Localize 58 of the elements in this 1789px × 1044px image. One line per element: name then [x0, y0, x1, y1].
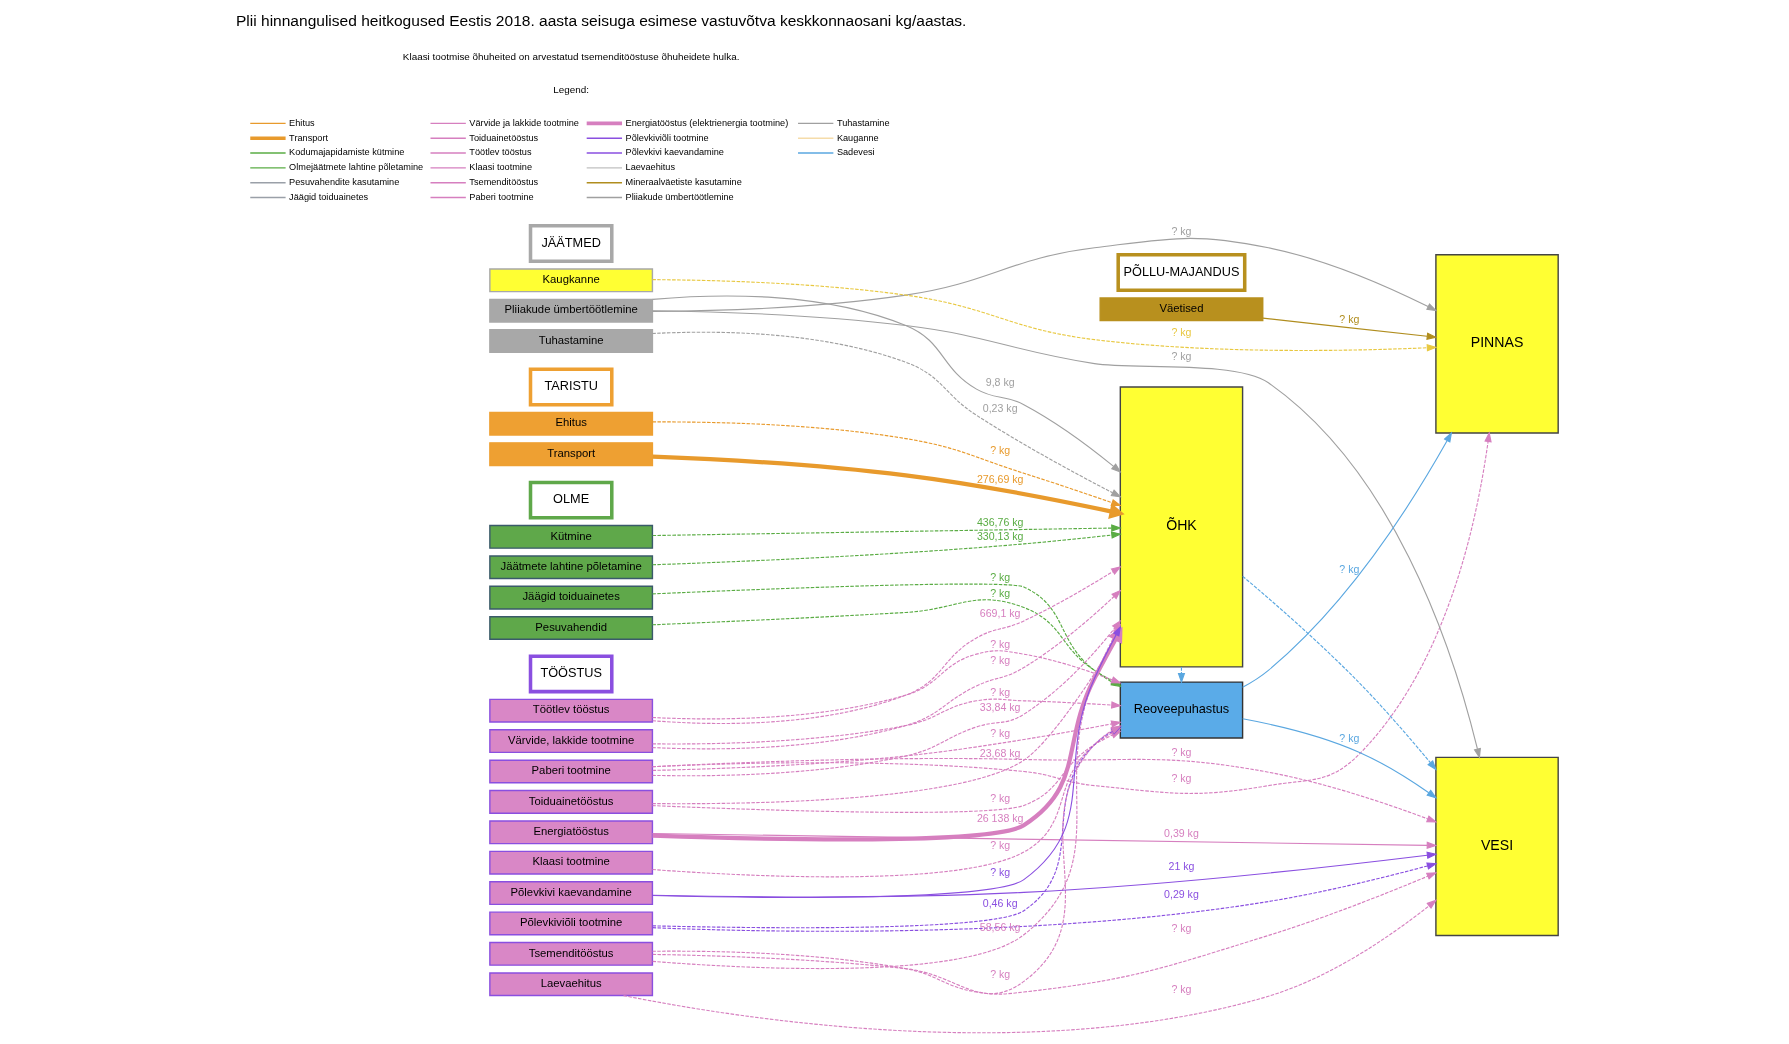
diagram-title: Plii hinnangulised heitkogused Eestis 2018. aasta seisuga esimese vastuvõtva keskkonnaosani kg/aastas. — [235, 12, 967, 30]
label: Legend: — [553, 84, 589, 96]
legend-label: Põlevkiviõli tootmine — [625, 132, 709, 143]
edge-label: ? kg — [1171, 745, 1192, 758]
legend-label: Värvide ja lakkide tootmine — [469, 117, 579, 128]
legend-label: Paberi tootmine — [469, 191, 534, 202]
legend-label: Transport — [289, 132, 329, 143]
edge-label: ? kg — [990, 726, 1011, 739]
legend-label: Energiatööstus (elektrienergia tootmine) — [625, 117, 789, 128]
legend-label: Töötlev tööstus — [469, 147, 532, 158]
edge-label: ? kg — [1171, 350, 1192, 363]
edge-label: ? kg — [990, 967, 1011, 980]
legend-label: Pliiakude ümbertöötlemine — [625, 191, 734, 202]
edge-label: ? kg — [990, 685, 1011, 698]
edge-label: ? kg — [1339, 731, 1360, 744]
legend-label: Toiduainetööstus — [469, 132, 539, 143]
edge-label: ? kg — [1171, 772, 1192, 785]
legend-label: Tuhastamine — [836, 117, 890, 128]
edge-label: 0,39 kg — [1164, 827, 1199, 840]
edge-label: 436,76 kg — [976, 516, 1024, 529]
label: Klaasi tootmise õhuheited on arvestatud tsemenditööstuse õhuheidete hulka. — [402, 51, 740, 63]
edge-label: ? kg — [990, 654, 1011, 667]
edge-label: 9,8 kg — [985, 375, 1015, 388]
edge-label: 21 kg — [1168, 859, 1195, 872]
edge-label: ? kg — [990, 570, 1011, 583]
legend-label: Põlevkivi kaevandamine — [625, 147, 724, 158]
legend-label: Ehitus — [289, 117, 315, 128]
edge-label: 669,1 kg — [979, 607, 1021, 620]
legend-label: Olmejäätmete lahtine põletamine — [289, 162, 424, 173]
legend-label: Laevaehitus — [625, 162, 676, 173]
edge-label: ? kg — [1171, 921, 1192, 934]
edge-label: ? kg — [1171, 225, 1192, 238]
edge-label: ? kg — [990, 791, 1011, 804]
edge-label: 276,69 kg — [976, 473, 1024, 486]
legend-label: Jäägid toiduainetes — [289, 191, 369, 202]
edge-label: ? kg — [1339, 313, 1360, 326]
legend-label: Kodumajapidamiste kütmine — [289, 147, 405, 158]
edge-label: ? kg — [1339, 562, 1360, 575]
legend-label: Kauganne — [836, 132, 879, 143]
edge-label: ? kg — [1171, 326, 1192, 339]
edge-label: ? kg — [990, 586, 1011, 599]
edge-label: 0,23 kg — [982, 401, 1018, 414]
edge-label: 33,84 kg — [979, 700, 1021, 713]
edge-label: 330,13 kg — [976, 530, 1024, 543]
edge-label: ? kg — [990, 866, 1011, 879]
edge-label: ? kg — [990, 444, 1011, 457]
edge-label: ? kg — [990, 637, 1011, 650]
legend-label: Tsemenditööstus — [469, 177, 539, 188]
edge-label: 23,68 kg — [979, 746, 1021, 759]
edge-label: ? kg — [1171, 982, 1192, 995]
edge-label: 0,29 kg — [1164, 888, 1199, 901]
legend-label: Mineraalväetiste kasutamine — [625, 177, 742, 188]
legend-label: Pesuvahendite kasutamine — [289, 177, 400, 188]
edge-label: 0,46 kg — [982, 897, 1018, 910]
legend-label: Sadevesi — [836, 147, 875, 158]
edge-label: ? kg — [990, 838, 1011, 851]
edge-label: 26 138 kg — [976, 811, 1024, 824]
legend-label: Klaasi tootmine — [469, 162, 533, 173]
